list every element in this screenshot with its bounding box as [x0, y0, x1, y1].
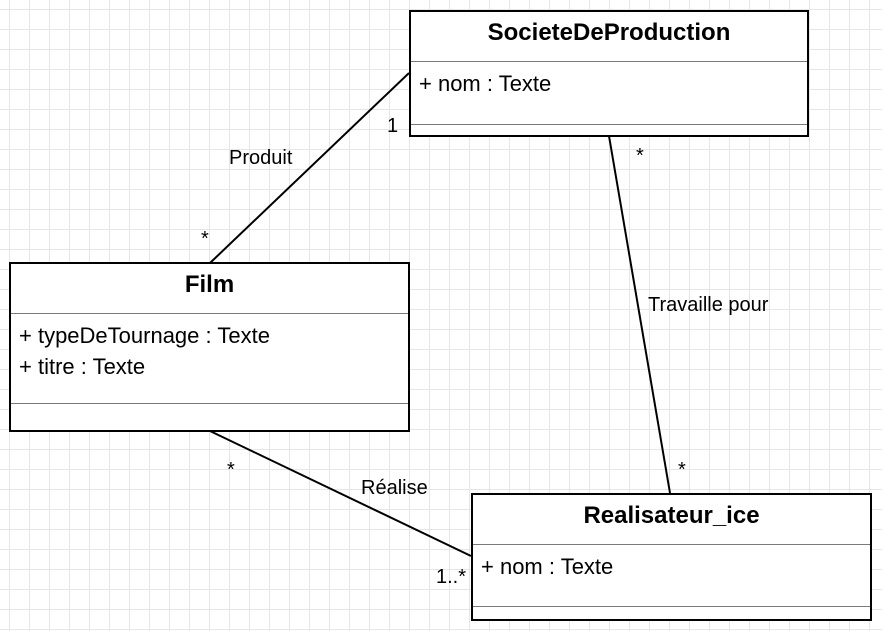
multiplicity-produit-societe: 1: [387, 115, 399, 137]
multiplicity-produit-film: *: [201, 228, 209, 250]
association-line-travaille-pour: [608, 135, 671, 494]
attributes-section: + nom : Texte: [473, 545, 870, 607]
attributes-section: + nom : Texte: [411, 62, 807, 125]
class-box-realisateur-ice[interactable]: Realisateur_ice + nom : Texte: [471, 493, 872, 621]
multiplicity-travaille-societe: *: [636, 145, 644, 167]
association-line-realise: [209, 430, 472, 557]
attribute-type-de-tournage: + typeDeTournage : Texte: [19, 323, 270, 348]
multiplicity-travaille-realisateur: *: [678, 459, 686, 481]
attribute-nom: + nom : Texte: [419, 71, 552, 96]
class-name-film: Film: [11, 264, 408, 314]
class-box-film[interactable]: Film + typeDeTournage : Texte + titre : …: [9, 262, 410, 432]
attribute-titre: + titre : Texte: [19, 354, 146, 379]
association-line-produit: [209, 72, 410, 264]
association-label-realise: Réalise: [361, 477, 428, 499]
association-label-produit: Produit: [229, 147, 293, 169]
attributes-section: + typeDeTournage : Texte + titre : Texte: [11, 314, 408, 404]
association-label-travaille-pour: Travaille pour: [648, 294, 769, 316]
class-name-societe-de-production: SocieteDeProduction: [411, 12, 807, 62]
class-name-realisateur-ice: Realisateur_ice: [473, 495, 870, 545]
class-box-societe-de-production[interactable]: SocieteDeProduction + nom : Texte: [409, 10, 809, 137]
multiplicity-realise-film: *: [227, 459, 235, 481]
multiplicity-realise-realisateur: 1..*: [436, 566, 467, 588]
attribute-nom: + nom : Texte: [481, 554, 614, 579]
